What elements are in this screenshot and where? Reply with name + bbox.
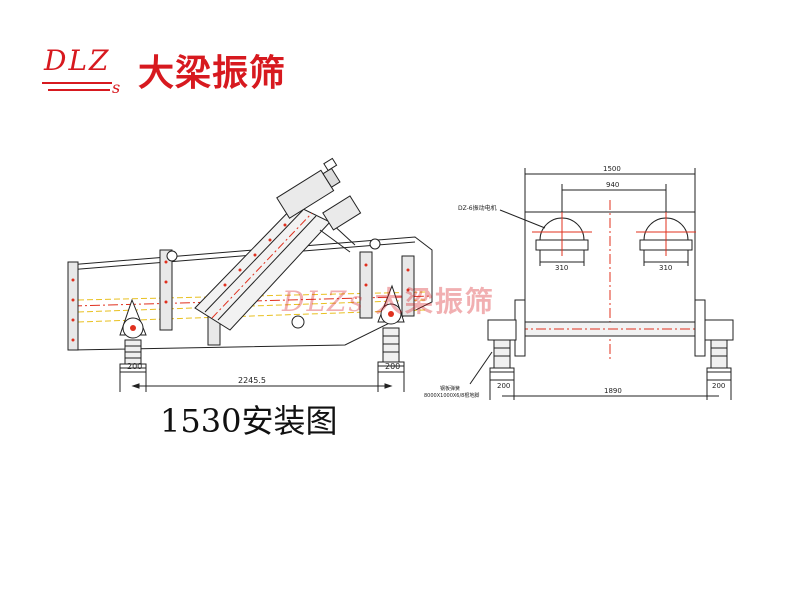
vibration-motor bbox=[322, 195, 362, 231]
bolt bbox=[406, 288, 410, 292]
dim-arrow bbox=[384, 383, 393, 389]
spring-base bbox=[377, 361, 405, 367]
logo-mark: DLZ s bbox=[38, 34, 148, 104]
spring-callout-label-1: 钢板弹簧 bbox=[440, 385, 460, 392]
stiffener-plate bbox=[401, 255, 415, 317]
logo-underline bbox=[42, 82, 112, 84]
spring-callout-label-2: 8000X1000X6/8根地脚 bbox=[424, 392, 479, 399]
vibration-motor-right bbox=[636, 212, 696, 256]
vibration-motor bbox=[276, 157, 341, 219]
leader-line bbox=[469, 351, 493, 385]
stiffener-plate bbox=[159, 249, 173, 331]
spring-base bbox=[119, 363, 147, 369]
bolt bbox=[238, 268, 242, 272]
spring-seat-center bbox=[130, 325, 136, 331]
dim-support-left-label: 200 bbox=[127, 362, 142, 371]
motor-body bbox=[322, 195, 362, 231]
dim-base-label: 1890 bbox=[604, 387, 622, 395]
bolt bbox=[164, 260, 168, 264]
spring-support-left bbox=[119, 298, 147, 369]
spring-mount-left bbox=[487, 319, 517, 341]
logo-letters: DLZ bbox=[44, 44, 111, 77]
bolt bbox=[253, 253, 257, 257]
exciter-frame-rib bbox=[204, 209, 304, 313]
bolt bbox=[164, 280, 168, 284]
side-plate-right bbox=[694, 299, 706, 357]
vibration-motor-left bbox=[532, 212, 592, 256]
screen-top-edge bbox=[67, 241, 416, 271]
watermark: DLZs 大梁振筛 bbox=[282, 280, 495, 320]
brand-logo: DLZ s 大梁振筛 bbox=[38, 34, 318, 104]
bolt bbox=[71, 298, 75, 302]
logo-sub-letter: s bbox=[112, 78, 121, 97]
lifting-lug bbox=[291, 315, 305, 329]
spring-coil-right bbox=[710, 339, 728, 369]
bolt bbox=[364, 263, 368, 267]
leader-line bbox=[499, 209, 546, 229]
bolt bbox=[406, 268, 410, 272]
drawing-caption: 1530安装图 bbox=[160, 402, 338, 440]
spring-base-right bbox=[706, 367, 732, 373]
motor-terminal-box bbox=[323, 157, 338, 172]
bolt bbox=[71, 278, 75, 282]
bolt bbox=[268, 238, 272, 242]
spring-mount-right bbox=[704, 319, 734, 341]
bolt bbox=[283, 223, 287, 227]
lifting-lug bbox=[166, 250, 178, 262]
dim-motor-right-label: 310 bbox=[659, 264, 672, 272]
exciter-brace bbox=[319, 229, 351, 253]
watermark-text: 大梁振筛 bbox=[374, 285, 495, 318]
end-view bbox=[469, 168, 734, 400]
spring-coil-left bbox=[493, 339, 511, 369]
motor-callout-label: DZ-6振动电机 bbox=[458, 204, 497, 212]
dim-arrow bbox=[131, 383, 140, 389]
spring-coil bbox=[382, 327, 400, 363]
side-view bbox=[67, 157, 433, 392]
spring-seat-center bbox=[388, 311, 394, 317]
lifting-lug bbox=[369, 238, 381, 250]
dim-span-label: 2245.5 bbox=[238, 376, 266, 385]
spring-base-left bbox=[489, 367, 515, 373]
spring-support-right bbox=[377, 284, 405, 367]
dim-end-support-right-label: 200 bbox=[712, 382, 725, 390]
watermark-letters: DLZs bbox=[282, 285, 365, 318]
dim-motor-left-label: 310 bbox=[555, 264, 568, 272]
logo-underline bbox=[48, 89, 110, 91]
bolt bbox=[164, 300, 168, 304]
dim-motor-spacing-label: 940 bbox=[606, 181, 619, 189]
bolt bbox=[223, 283, 227, 287]
bolt bbox=[364, 283, 368, 287]
dim-end-support-left-label: 200 bbox=[497, 382, 510, 390]
logo-text: 大梁振筛 bbox=[138, 53, 287, 94]
motor-end-cap bbox=[322, 167, 341, 188]
bolt bbox=[71, 318, 75, 322]
bolt bbox=[71, 338, 75, 342]
dim-support-right-label: 200 bbox=[385, 362, 400, 371]
dim-overall-width-label: 1500 bbox=[603, 165, 621, 173]
exciter-frame-rib bbox=[217, 215, 317, 321]
left-end-plate bbox=[67, 261, 79, 351]
